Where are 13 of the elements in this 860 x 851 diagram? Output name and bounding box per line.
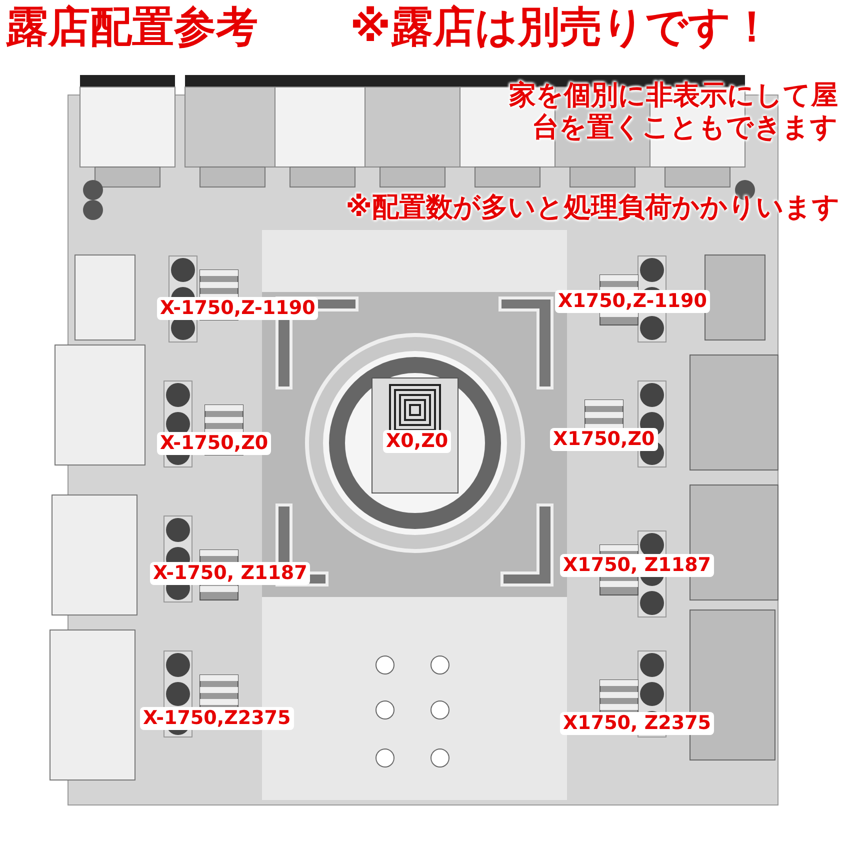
coordinate-label: X1750,Z-1190: [555, 290, 710, 313]
note: ※露店は別売りです！: [350, 2, 773, 52]
coordinate-label: X-1750, Z1187: [150, 562, 310, 585]
coordinate-label: X-1750,Z0: [157, 432, 272, 455]
coordinate-label: X-1750,Z2375: [140, 707, 294, 730]
coordinate-label: X1750,Z0: [550, 428, 658, 451]
coordinate-label: X1750, Z1187: [560, 554, 714, 577]
coordinate-label: X0,Z0: [383, 430, 452, 453]
coordinate-label: X-1750,Z-1190: [157, 297, 318, 320]
coordinate-label: X1750, Z2375: [560, 712, 714, 735]
note: 家を個別に非表示にして屋台を置くこともできます: [508, 80, 838, 145]
note: ※配置数が多いと処理負荷かかりいます: [346, 192, 840, 224]
title: 露店配置参考: [6, 2, 258, 52]
